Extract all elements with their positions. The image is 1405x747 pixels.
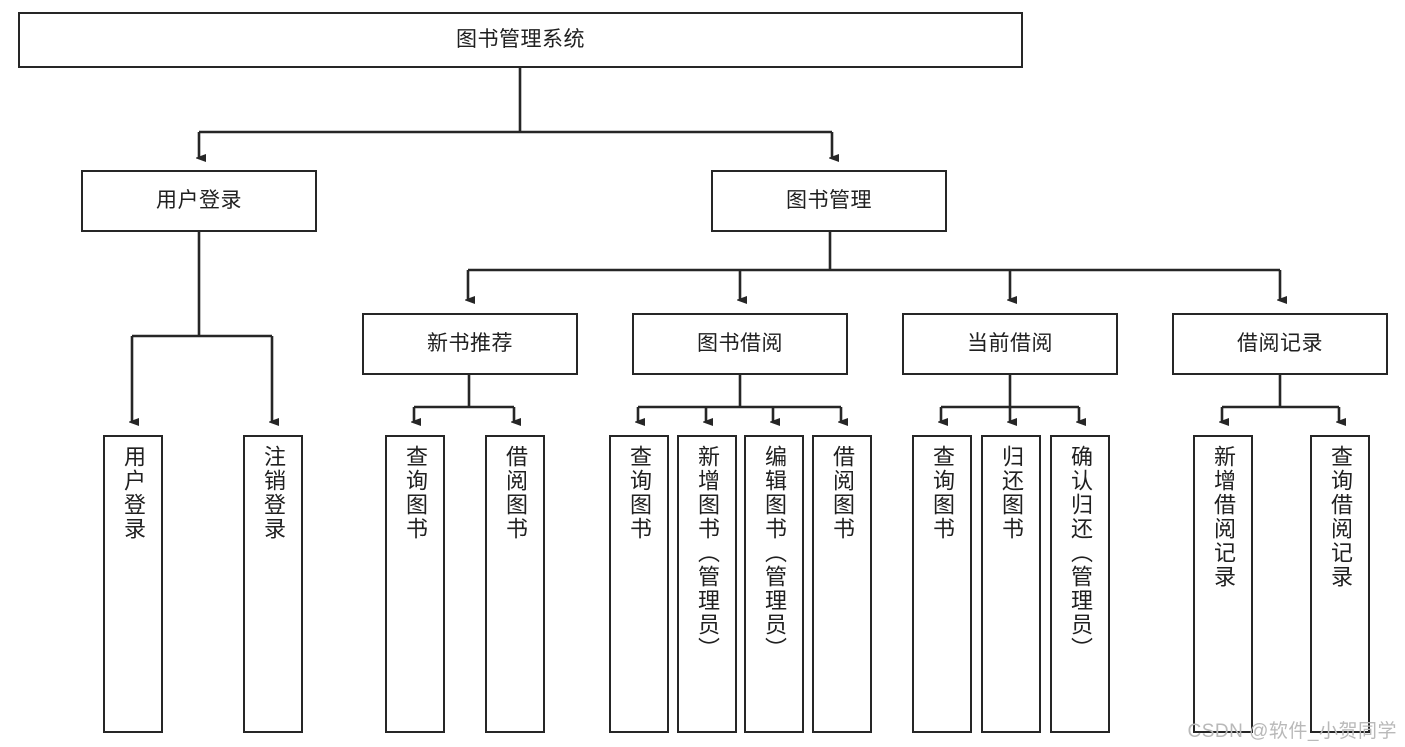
node-borrow-record[interactable]: 借阅记录	[1172, 313, 1388, 375]
leaf-book-borrow-add-book-admin[interactable]: 新增图书（管理员）	[677, 435, 737, 733]
leaf-book-borrow-borrow-books[interactable]: 借阅图书	[812, 435, 872, 733]
node-label: 当前借阅	[967, 331, 1053, 355]
node-root-book-management-system[interactable]: 图书管理系统	[18, 12, 1023, 68]
node-label: 图书管理	[786, 188, 872, 212]
node-label: 借阅图书	[829, 445, 855, 541]
leaf-new-book-borrow-books[interactable]: 借阅图书	[485, 435, 545, 733]
leaf-current-borrow-confirm-return-admin[interactable]: 确认归还（管理员）	[1050, 435, 1110, 733]
leaf-user-login-signin[interactable]: 用户登录	[103, 435, 163, 733]
node-label: 用户登录	[156, 188, 242, 212]
node-label: 新增图书（管理员）	[694, 445, 720, 661]
node-label: 新书推荐	[427, 331, 513, 355]
node-current-borrow[interactable]: 当前借阅	[902, 313, 1118, 375]
leaf-user-login-signout[interactable]: 注销登录	[243, 435, 303, 733]
node-label: 新增借阅记录	[1210, 445, 1236, 589]
leaf-book-borrow-edit-book-admin[interactable]: 编辑图书（管理员）	[744, 435, 804, 733]
node-label: 查询图书	[626, 445, 652, 541]
node-label: 借阅记录	[1237, 331, 1323, 355]
leaf-current-borrow-query-books[interactable]: 查询图书	[912, 435, 972, 733]
node-book-borrow[interactable]: 图书借阅	[632, 313, 848, 375]
leaf-new-book-query-books[interactable]: 查询图书	[385, 435, 445, 733]
node-label: 查询借阅记录	[1327, 445, 1353, 589]
node-new-book-recommend[interactable]: 新书推荐	[362, 313, 578, 375]
node-label: 用户登录	[120, 445, 146, 541]
leaf-current-borrow-return-books[interactable]: 归还图书	[981, 435, 1041, 733]
node-label: 查询图书	[402, 445, 428, 541]
node-label: 图书管理系统	[456, 27, 585, 51]
node-book-management[interactable]: 图书管理	[711, 170, 947, 232]
node-label: 注销登录	[260, 445, 286, 541]
node-user-login[interactable]: 用户登录	[81, 170, 317, 232]
node-label: 归还图书	[998, 445, 1024, 541]
watermark-text: CSDN @软件_小贺同学	[1187, 721, 1397, 742]
node-label: 图书借阅	[697, 331, 783, 355]
leaf-borrow-record-add-record[interactable]: 新增借阅记录	[1193, 435, 1253, 733]
leaf-borrow-record-query-record[interactable]: 查询借阅记录	[1310, 435, 1370, 733]
node-label: 查询图书	[929, 445, 955, 541]
node-label: 编辑图书（管理员）	[761, 445, 787, 661]
node-label: 借阅图书	[502, 445, 528, 541]
leaf-book-borrow-query-books[interactable]: 查询图书	[609, 435, 669, 733]
node-label: 确认归还（管理员）	[1067, 445, 1093, 661]
